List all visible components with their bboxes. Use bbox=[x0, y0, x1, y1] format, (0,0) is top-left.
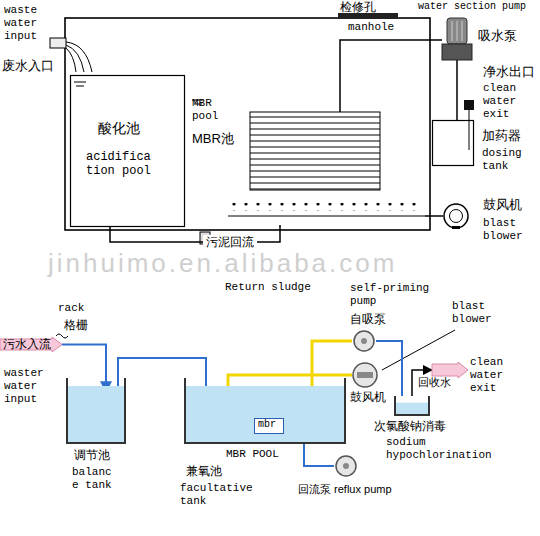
node-label: 吸水泵 bbox=[478, 28, 517, 44]
node-label: MBR pool bbox=[192, 97, 228, 123]
node-label: MBR池 bbox=[192, 131, 234, 147]
text-label: manhole bbox=[348, 21, 394, 34]
text-label: waste water input bbox=[4, 4, 54, 44]
blower: 鼓风机blast blower bbox=[443, 203, 469, 229]
disinfection-tank: 次氯酸钠消毒sodium hypochlorination bbox=[394, 396, 430, 416]
node-label: 回流泵 reflux pump bbox=[298, 483, 392, 496]
node-label: 回收水 bbox=[418, 376, 451, 389]
mbr-zone: MBR poolMBR池 bbox=[190, 95, 425, 225]
rack-symbol bbox=[56, 334, 68, 338]
node-label: 调节池 bbox=[74, 448, 110, 462]
node-shape bbox=[334, 455, 358, 477]
node-label: facultative tank bbox=[180, 482, 266, 508]
node-label: 兼氧池 bbox=[186, 464, 222, 478]
balance-tank: 调节池balanc e tank bbox=[66, 378, 126, 444]
text-label: 格栅 bbox=[64, 318, 88, 332]
node-shape bbox=[394, 396, 430, 416]
pipe bbox=[376, 341, 402, 396]
text-label: Return sludge bbox=[225, 281, 311, 294]
node-label: clean water exit bbox=[470, 356, 530, 396]
node-shape bbox=[184, 378, 346, 444]
node-label: 污水入流 bbox=[3, 337, 51, 352]
inlet-pipe bbox=[50, 38, 66, 48]
node-label: self-priming pump bbox=[350, 282, 445, 308]
node-label: blast blower bbox=[483, 217, 535, 243]
node-label: mbr bbox=[258, 419, 276, 431]
reflux-pump: 回流泵 reflux pump bbox=[334, 455, 358, 477]
node-shape bbox=[432, 120, 474, 166]
node-label: MBR POOL bbox=[226, 448, 279, 461]
node-label: 加药器 bbox=[482, 128, 521, 144]
node-label: balanc e tank bbox=[72, 466, 120, 492]
text-label: 废水入口 bbox=[2, 58, 54, 74]
membrane-module bbox=[250, 112, 380, 190]
pipe bbox=[456, 60, 458, 120]
suction-pump: water section pump吸水泵 bbox=[442, 18, 472, 60]
dosing-tank: 加药器dosing tank bbox=[432, 120, 474, 166]
node-label: 酸化池 bbox=[98, 120, 140, 137]
node-label: blast blower bbox=[452, 300, 502, 326]
diffuser bbox=[232, 203, 417, 211]
node-label: 鼓风机 bbox=[483, 197, 522, 213]
node-shape bbox=[352, 330, 376, 352]
node-shape bbox=[443, 203, 469, 229]
node-label: waster water input bbox=[4, 367, 60, 407]
node-shape bbox=[432, 362, 468, 378]
node-label: 自吸泵 bbox=[350, 312, 386, 326]
air-pipe bbox=[228, 215, 425, 216]
pipe bbox=[62, 345, 106, 393]
dosing-pump bbox=[464, 100, 474, 110]
pipe bbox=[304, 444, 334, 466]
text-label: clean water exit bbox=[483, 82, 535, 122]
node-shape bbox=[352, 362, 378, 388]
pipe bbox=[425, 215, 443, 217]
node-label: 鼓风机 bbox=[350, 390, 386, 404]
pool-box: 酸化池 acidifica tion pool bbox=[70, 75, 185, 227]
self-priming-pump: self-priming pump自吸泵 bbox=[352, 330, 376, 352]
node-label: 次氯酸钠消毒 bbox=[374, 419, 446, 433]
tank-wall bbox=[65, 18, 430, 230]
text-label: 检修孔 bbox=[340, 0, 376, 14]
dosing-pipe bbox=[469, 110, 470, 150]
node-label: sodium hypochlorination bbox=[386, 436, 504, 462]
exit-arrow: 回收水clean water exit bbox=[432, 362, 468, 378]
watermark: jinhuimo.en.alibaba.com bbox=[48, 248, 397, 279]
membrane-box: mbr bbox=[254, 418, 284, 434]
inflow-stream bbox=[66, 42, 92, 72]
node-shape bbox=[442, 18, 472, 60]
text-label: rack bbox=[58, 302, 84, 315]
pipe bbox=[340, 40, 442, 112]
node-label: dosing tank bbox=[482, 147, 534, 173]
node-label: water section pump bbox=[418, 1, 526, 13]
mbr-tank: MBR POOL兼氧池facultative tankmbr bbox=[184, 378, 346, 444]
node-label: acidifica tion pool bbox=[86, 150, 170, 179]
text-label: 净水出口 bbox=[483, 64, 535, 80]
inflow-arrow: 污水入流waster water input bbox=[0, 337, 62, 352]
node-shape bbox=[66, 378, 126, 444]
blower: blast blower鼓风机 bbox=[352, 362, 378, 388]
edge-label: 污泥回流 bbox=[203, 235, 257, 249]
